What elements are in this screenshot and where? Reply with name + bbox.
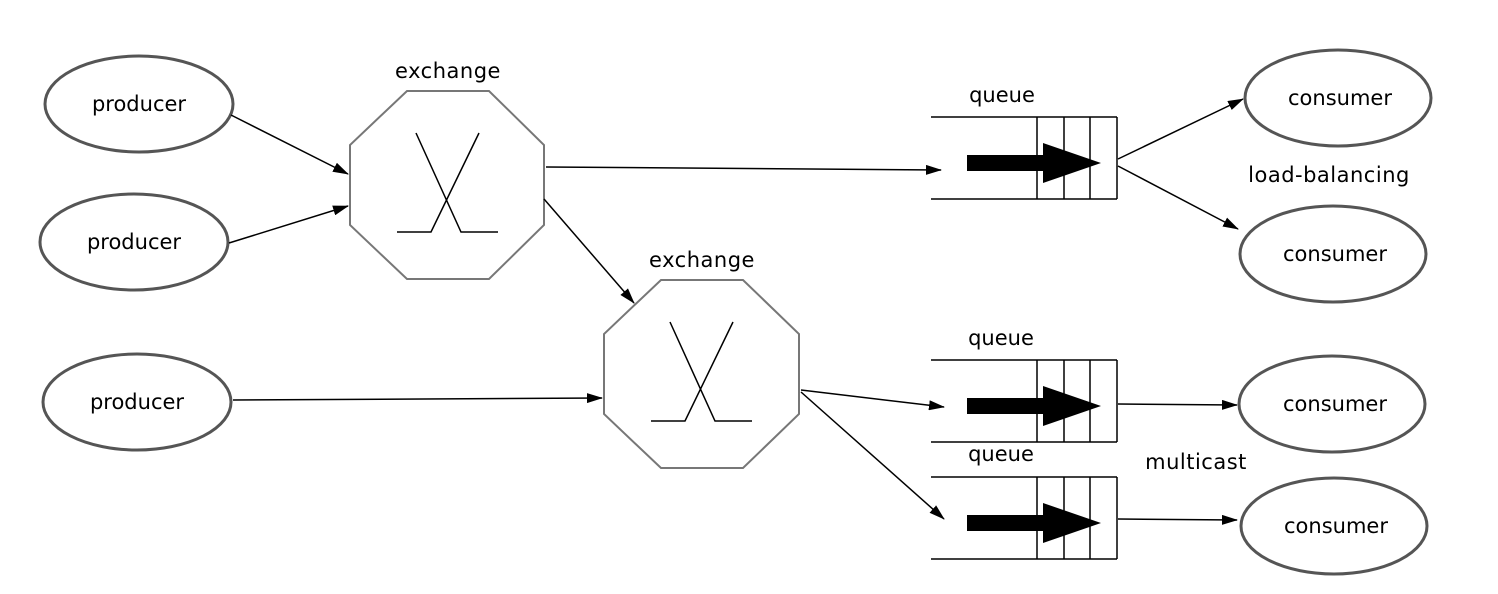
- queue-3-label: queue: [968, 442, 1034, 466]
- queue-1: queue: [931, 83, 1118, 200]
- connector-queue1-consumer1: [1117, 98, 1244, 160]
- queue-3: queue: [931, 442, 1118, 560]
- queue-2-flow-arrow: [967, 386, 1101, 426]
- load-balancing-label: load-balancing: [1248, 163, 1410, 187]
- queue-2-label: queue: [968, 326, 1034, 350]
- queue-2: queue: [931, 326, 1118, 443]
- producer-3: producer: [41, 352, 233, 452]
- producer-3-label: producer: [90, 390, 184, 414]
- connector-producer1-exchange1: [230, 114, 349, 175]
- connector-producer3-exchange2: [232, 393, 603, 404]
- exchange-1-symbol-b: [397, 132, 480, 233]
- connector-exchange2-queue3: [800, 391, 945, 520]
- consumer-3-ellipse: [1237, 354, 1427, 454]
- exchange-2: exchange: [603, 248, 800, 469]
- connector-producer2-exchange1: [228, 205, 349, 244]
- producer-3-ellipse: [41, 352, 233, 452]
- producer-2: producer: [38, 192, 230, 292]
- consumer-4: consumer: [1239, 476, 1429, 576]
- connector-exchange1-queue1: [545, 164, 942, 175]
- queue-1-label: queue: [969, 83, 1035, 107]
- consumer-2: consumer: [1238, 204, 1428, 304]
- consumer-2-ellipse: [1238, 204, 1428, 304]
- producer-1: producer: [43, 54, 235, 154]
- exchange-2-octagon: [603, 279, 800, 469]
- queue-1-flow-arrow: [967, 143, 1101, 183]
- producer-1-label: producer: [92, 92, 186, 116]
- exchange-2-symbol-b: [651, 321, 734, 422]
- connector-queue1-consumer2: [1117, 165, 1239, 230]
- consumer-1: consumer: [1243, 48, 1433, 148]
- consumer-4-ellipse: [1239, 476, 1429, 576]
- exchange-1-label: exchange: [395, 59, 501, 83]
- exchange-2-symbol-a: [669, 321, 752, 422]
- producer-2-ellipse: [38, 192, 230, 292]
- consumer-4-label: consumer: [1284, 514, 1388, 538]
- producer-2-label: producer: [87, 230, 181, 254]
- connector-queue3-consumer4: [1117, 514, 1238, 525]
- connector-queue2-consumer3: [1117, 399, 1238, 410]
- consumer-3: consumer: [1237, 354, 1427, 454]
- consumer-1-label: consumer: [1288, 86, 1392, 110]
- queue-3-flow-arrow: [967, 503, 1101, 543]
- consumer-1-ellipse: [1243, 48, 1433, 148]
- producer-1-ellipse: [43, 54, 235, 154]
- multicast-label: multicast: [1145, 450, 1247, 474]
- consumer-3-label: consumer: [1283, 392, 1387, 416]
- exchange-1-octagon: [349, 90, 545, 280]
- exchange-1: exchange: [349, 59, 545, 280]
- connector-exchange1-exchange2: [543, 198, 635, 304]
- connector-exchange2-queue2: [800, 389, 945, 411]
- exchange-2-label: exchange: [649, 248, 755, 272]
- consumer-2-label: consumer: [1283, 242, 1387, 266]
- exchange-1-symbol-a: [415, 132, 498, 233]
